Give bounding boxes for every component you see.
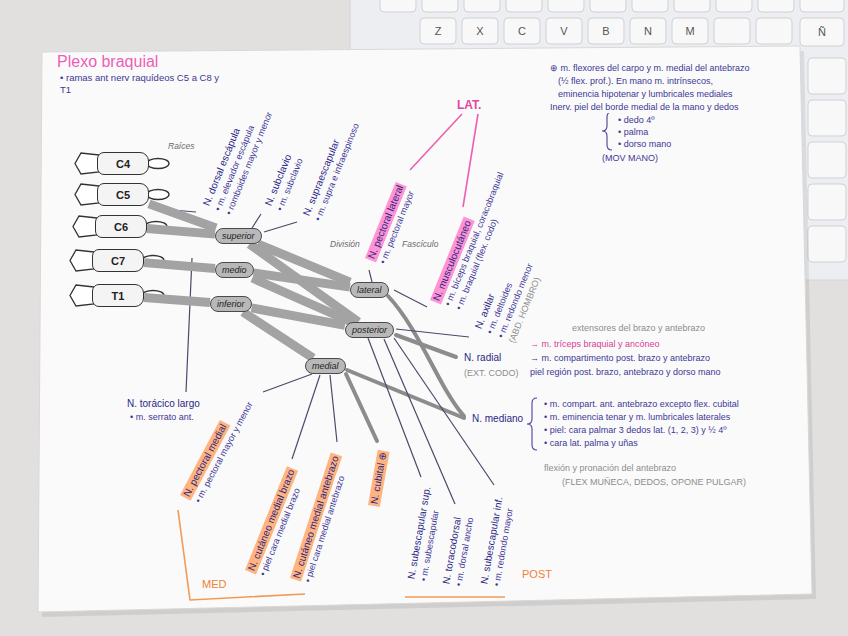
vertebra-box: T1 [92, 284, 144, 307]
note-text: (FLEX MUÑECA, DEDOS, OPONE PULGAR) [560, 476, 748, 488]
region-tag: POST [520, 568, 554, 580]
key-letter: V [560, 25, 567, 37]
nerve-band-connector [243, 312, 313, 358]
group-bracket [178, 510, 505, 600]
node-text: superior [222, 230, 255, 242]
node-text: C5 [116, 189, 130, 201]
node-text: inferior [217, 298, 245, 310]
lat-pointer [410, 114, 478, 207]
nerve-name: N. radial [462, 352, 503, 364]
vertebra-box: C6 [95, 215, 147, 238]
nerve-name: N. mediano [470, 413, 525, 425]
node-text: posterior [352, 324, 387, 336]
muscle-note: • m. compart. ant. antebrazo excepto fle… [542, 398, 741, 410]
node-text: lateral [357, 284, 382, 296]
muscle-note: ⊕ m. flexores del carpo y m. medial del … [548, 62, 752, 74]
key-letter: C [518, 25, 526, 37]
note-text: extensores del brazo y antebrazo [570, 322, 707, 334]
nerve-band: inferior [210, 296, 252, 312]
nerve-band: posterior [345, 322, 394, 338]
muscle-note: • piel: cara palmar 3 dedos lat. (1, 2, … [542, 424, 729, 436]
key-letter: N [644, 25, 652, 37]
nerve-band-connector [144, 297, 210, 302]
muscle-note: • m. serrato ant. [128, 411, 196, 423]
muscle-note: (MOV MANO) [600, 152, 660, 164]
vertebra-box: C5 [97, 183, 149, 206]
vertebra-box: C4 [97, 152, 149, 175]
muscle-note: • palma [616, 126, 650, 138]
node-text: C7 [111, 255, 125, 267]
nerve-band-connector [147, 229, 215, 235]
muscle-note: eminencia hipotenar y lumbricales medial… [556, 88, 735, 100]
muscle-note: → m. compartimento post. brazo y antebra… [528, 352, 712, 364]
note-text: (EXT. CODO) [462, 367, 521, 379]
note-text: → m. tríceps braquial y ancóneo [528, 338, 662, 350]
structure-label: Fascículo [400, 238, 440, 250]
nerve-band: medial [305, 358, 346, 374]
key-letter: B [602, 25, 609, 37]
paper-sheet [38, 46, 812, 612]
muscle-note: • cara lat. palma y uñas [542, 437, 640, 449]
nerve-band-connector [144, 263, 215, 269]
subtitle: • ramas ant nerv raquídeos C5 a C8 y T1 [58, 72, 222, 96]
muscle-note: (½ flex. prof.). En mano m. intrínsecos, [556, 75, 715, 87]
vertebra-box: C7 [92, 249, 144, 272]
nerve-name: N. torácico largo [125, 398, 202, 410]
region-tag: MED [200, 578, 228, 590]
page-title: Plexo braquial [55, 53, 160, 71]
node-text: medio [222, 264, 247, 276]
nerve-band: superior [215, 228, 262, 244]
nerve-band: medio [215, 262, 254, 278]
key-letter: Ñ [818, 26, 826, 38]
key-letter: Z [435, 25, 442, 37]
note-text: flexión y pronación del antebrazo [542, 462, 678, 474]
key-letter: M [685, 25, 694, 37]
structure-label: División [328, 238, 362, 250]
node-text: C6 [114, 221, 128, 233]
nerve-band: lateral [350, 282, 389, 298]
muscle-note: Inerv. piel del borde medial de la mano … [548, 101, 740, 113]
key-letter: X [476, 25, 483, 37]
terminal-nerve [346, 296, 464, 441]
muscle-note: piel región post. brazo, antebrazo y dor… [528, 366, 723, 378]
structure-label: Raíces [166, 140, 196, 152]
region-tag: LAT. [455, 98, 483, 112]
muscle-note: • m. eminencia tenar y m. lumbricales la… [542, 411, 732, 423]
muscle-note: • dedo 4º [616, 114, 656, 126]
muscle-note: • dorso mano [616, 138, 673, 150]
node-text: medial [312, 360, 339, 372]
node-text: C4 [116, 158, 130, 170]
node-text: T1 [112, 290, 125, 302]
